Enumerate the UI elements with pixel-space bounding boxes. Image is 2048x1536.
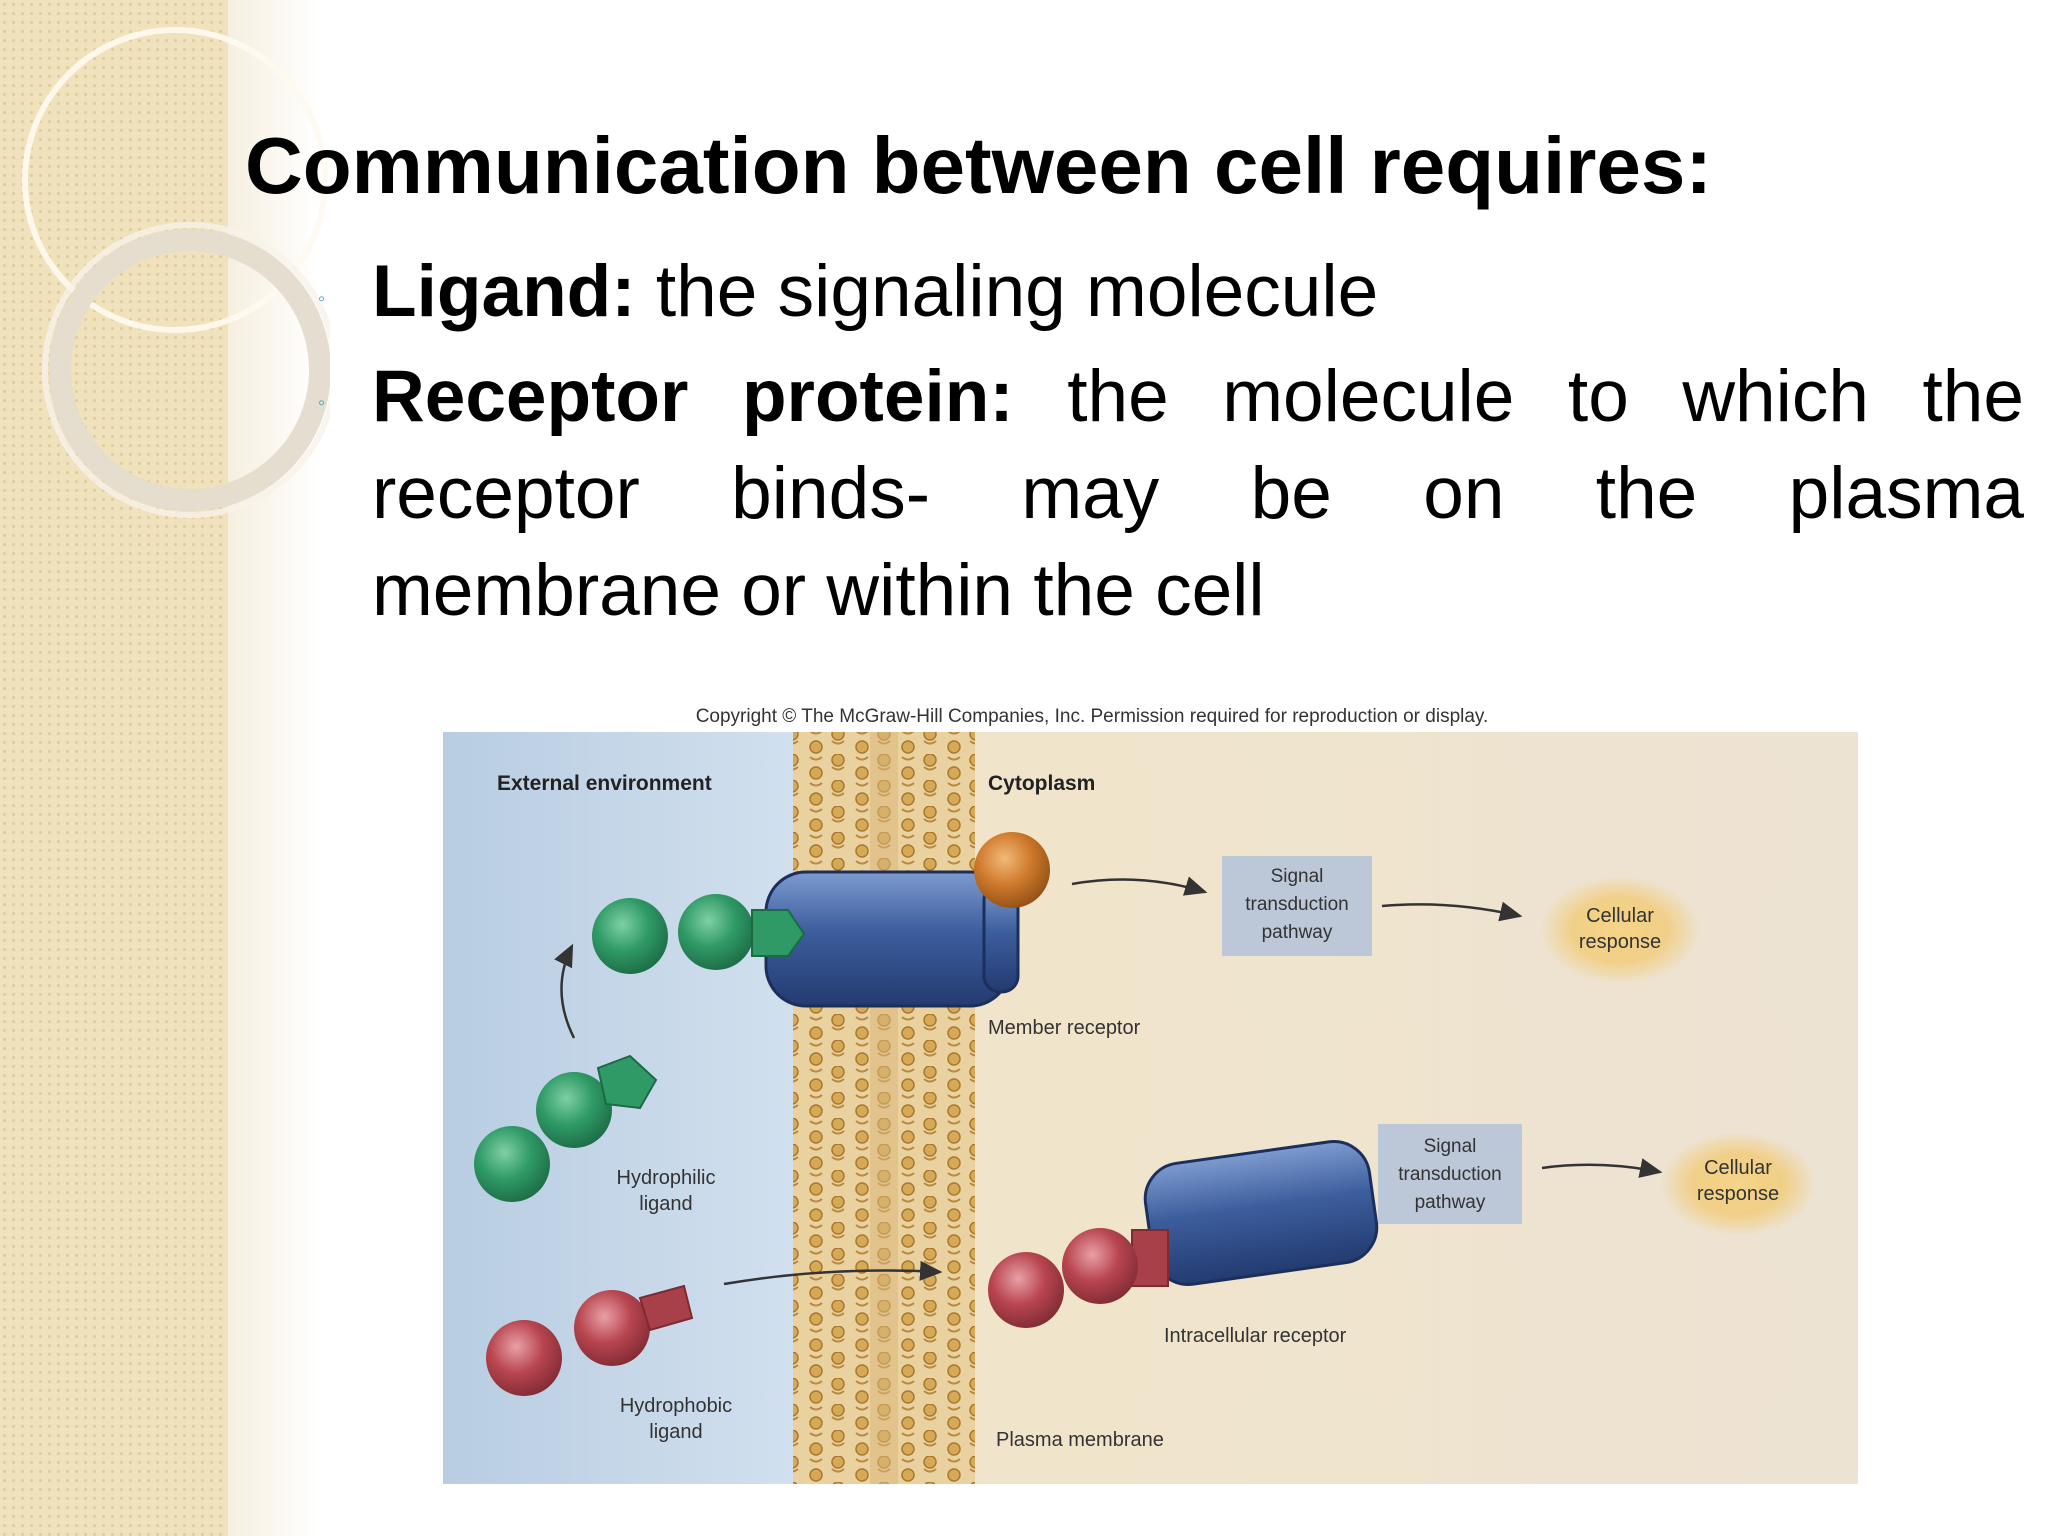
signal-box-text: Signal xyxy=(1271,866,1324,887)
hydrophobic-ligand-label: ligand xyxy=(649,1421,702,1443)
signal-transduction-box-1 xyxy=(1222,856,1372,956)
cellular-response-text: Cellular xyxy=(1704,1157,1772,1179)
hydrophobic-ligand-label: Hydrophobic xyxy=(620,1395,732,1417)
member-receptor-label: Member receptor xyxy=(988,1017,1141,1039)
bullet-receptor-line-2: receptor binds- may be on the plasma xyxy=(372,453,2024,534)
hydrophilic-ligand-ball xyxy=(536,1072,612,1148)
cytoplasm-label: Cytoplasm xyxy=(988,772,1095,795)
bullet-ligand: Ligand: the signaling molecule xyxy=(372,250,1378,333)
cellular-response-text: response xyxy=(1579,931,1661,953)
hydrophobic-ligand-ball xyxy=(574,1290,650,1366)
intracellular-receptor xyxy=(1143,1140,1379,1286)
signal-box-text: pathway xyxy=(1415,1192,1486,1213)
intracellular-receptor-label: Intracellular receptor xyxy=(1164,1325,1347,1347)
definition-ligand: the signaling molecule xyxy=(655,251,1379,332)
hydrophilic-ligand-head xyxy=(751,909,806,957)
membrane-receptor xyxy=(764,870,1012,1008)
hydrophobic-ligand-ball xyxy=(1062,1228,1138,1304)
hydrophilic-ligand-ball xyxy=(474,1126,550,1202)
arrow xyxy=(1541,1158,1663,1178)
signal-box-text: Signal xyxy=(1424,1136,1477,1157)
definition-receptor-part-1: the molecule to which the xyxy=(1067,356,2024,437)
cellular-response-glow-2 xyxy=(1660,1132,1816,1236)
hydrophobic-ligand-head xyxy=(1131,1229,1169,1287)
bilayer-core xyxy=(870,732,898,1484)
hydrophobic-ligand-ball xyxy=(486,1320,562,1396)
bullet-receptor-line-3: membrane or within the cell xyxy=(372,550,1265,631)
bullet-receptor-line-1: Receptor protein: the molecule to which … xyxy=(372,355,2024,438)
plasma-membrane-label: Plasma membrane xyxy=(996,1429,1164,1451)
signal-transduction-box-2 xyxy=(1378,1124,1522,1224)
copyright-notice: Copyright © The McGraw-Hill Companies, I… xyxy=(696,706,1489,727)
arrow xyxy=(554,943,576,1039)
term-ligand: Ligand: xyxy=(372,251,636,332)
external-environment-label: External environment xyxy=(497,772,712,795)
signal-box-text: pathway xyxy=(1262,922,1333,943)
arrow xyxy=(1381,901,1523,922)
bullet-marker: ◦ xyxy=(318,392,326,414)
hydrophobic-ligand-head xyxy=(638,1284,694,1332)
signal-box-text: transduction xyxy=(1398,1164,1502,1185)
hydrophilic-ligand-head xyxy=(596,1054,658,1110)
activated-relay-molecule xyxy=(974,832,1050,908)
cellular-response-text: response xyxy=(1697,1183,1779,1205)
hydrophilic-ligand-ball xyxy=(678,894,754,970)
cellular-response-text: Cellular xyxy=(1586,905,1654,927)
hydrophilic-ligand-label: ligand xyxy=(639,1193,692,1215)
hydrophobic-ligand-ball xyxy=(988,1252,1064,1328)
term-receptor-protein: Receptor protein: xyxy=(372,356,1014,437)
arrow xyxy=(1071,876,1208,896)
cellular-response-glow-1 xyxy=(1540,876,1700,984)
hydrophilic-ligand-label: Hydrophilic xyxy=(617,1167,716,1189)
hydrophilic-ligand-ball xyxy=(592,898,668,974)
signal-box-text: transduction xyxy=(1245,894,1349,915)
arrow xyxy=(723,1260,943,1286)
bullet-marker: ◦ xyxy=(318,288,326,310)
decorative-circles xyxy=(22,27,330,518)
slide-title: Communication between cell requires: xyxy=(245,121,1712,210)
